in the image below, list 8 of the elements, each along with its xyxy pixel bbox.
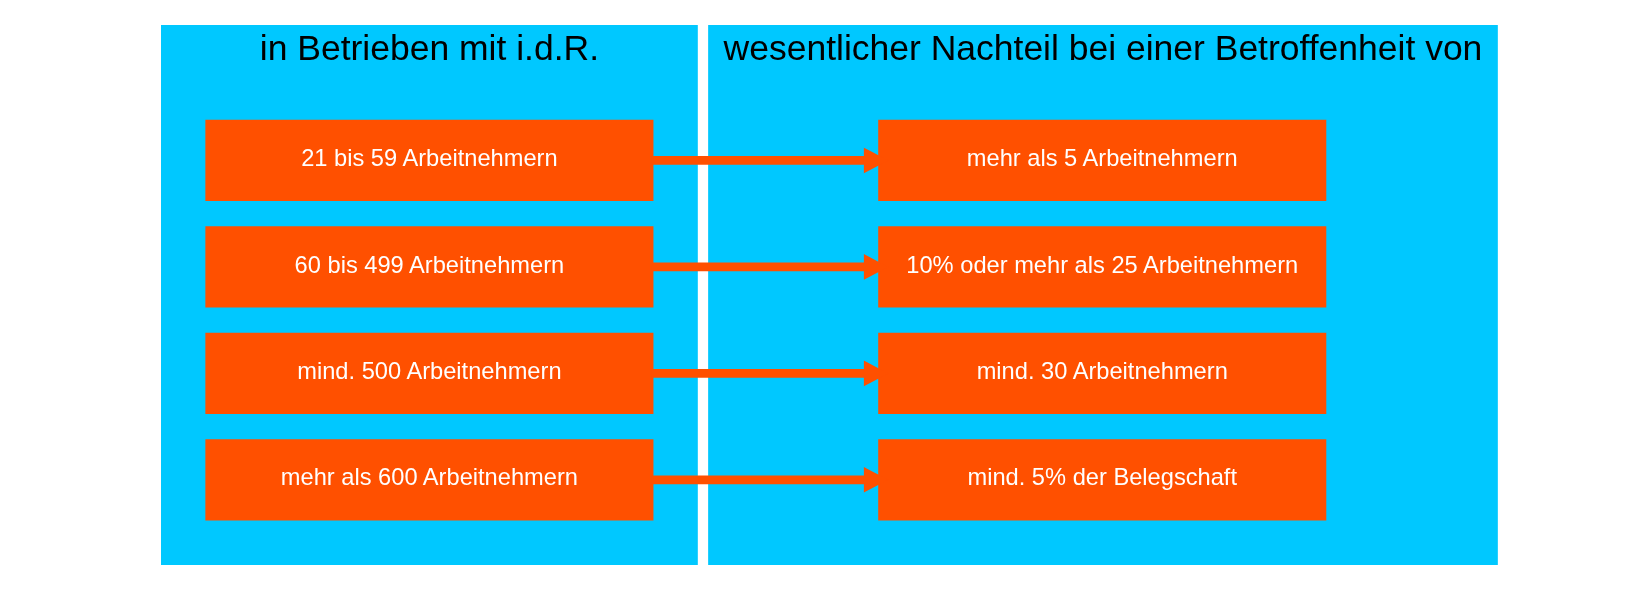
- node-box: mind. 500 Arbeitnehmern: [205, 332, 654, 415]
- node-box: 60 bis 499 Arbeitnehmern: [205, 226, 654, 308]
- node-box: mind. 30 Arbeitnehmern: [878, 332, 1327, 415]
- node-box: mehr als 5 Arbeitnehmern: [878, 119, 1327, 202]
- node-box: 21 bis 59 Arbeitnehmern: [205, 119, 654, 202]
- node-box: 10% oder mehr als 25 Arbeitnehmern: [878, 226, 1327, 308]
- node-box: mehr als 600 Arbeitnehmern: [205, 439, 654, 521]
- node-box: mind. 5% der Belegschaft: [878, 439, 1327, 521]
